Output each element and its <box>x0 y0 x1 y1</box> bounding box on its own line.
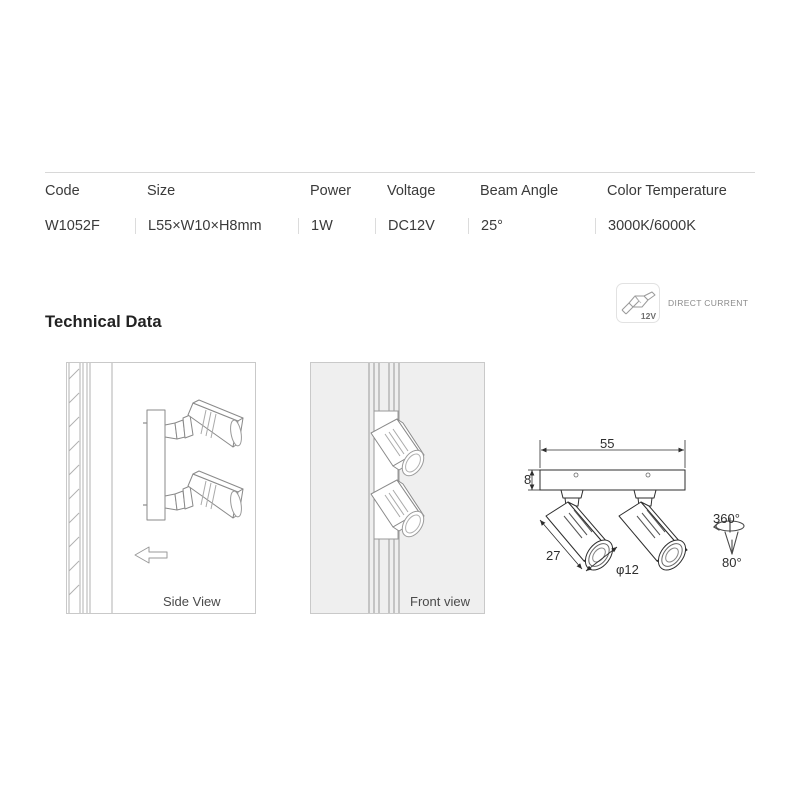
tilt-angle-icon <box>724 531 739 555</box>
page-title: Technical Data <box>45 313 162 331</box>
column-header-code: Code <box>45 183 80 199</box>
rotation-horizontal-label: 360° <box>713 511 740 526</box>
value-code: W1052F <box>45 218 100 234</box>
table-value-row: W1052F L55×W10×H8mm 1W DC12V 25° 3000K/6… <box>45 209 755 243</box>
column-header-beam-angle: Beam Angle <box>480 183 559 199</box>
direct-current-label: DIRECT CURRENT <box>668 298 749 308</box>
column-header-color-temperature: Color Temperature <box>607 183 727 199</box>
dimension-width-label: 55 <box>600 436 615 451</box>
column-header-voltage: Voltage <box>387 183 436 199</box>
table-top-rule <box>45 172 755 173</box>
rotation-vertical-label: 80° <box>722 555 742 570</box>
value-voltage: DC12V <box>375 218 468 234</box>
value-beam-angle: 25° <box>468 218 595 234</box>
dimension-length-label: 27 <box>546 548 561 563</box>
side-view-label: Side View <box>163 594 221 609</box>
column-header-size: Size <box>147 183 176 199</box>
dimension-drawing <box>520 428 775 593</box>
dc-plug-icon: 12V <box>616 283 660 323</box>
value-power: 1W <box>298 218 375 234</box>
table-header-row: Code Size Power Voltage Beam Angle Color… <box>45 173 755 209</box>
spec-table: Code Size Power Voltage Beam Angle Color… <box>45 172 755 243</box>
value-color-temperature: 3000K/6000K <box>595 218 755 234</box>
front-view-label: Front view <box>410 594 470 609</box>
side-view-diagram <box>66 362 256 614</box>
dimension-height-label: 8 <box>524 472 532 487</box>
rotation-arrow-icon <box>712 517 745 533</box>
left-arrow-icon <box>134 546 168 564</box>
front-view-diagram <box>310 362 485 614</box>
dc-voltage-label: 12V <box>640 311 656 321</box>
column-header-power: Power <box>310 183 352 199</box>
value-size: L55×W10×H8mm <box>135 218 298 234</box>
direct-current-badge: 12V DIRECT CURRENT <box>616 283 748 323</box>
dimension-diameter-label: φ12 <box>616 562 639 577</box>
